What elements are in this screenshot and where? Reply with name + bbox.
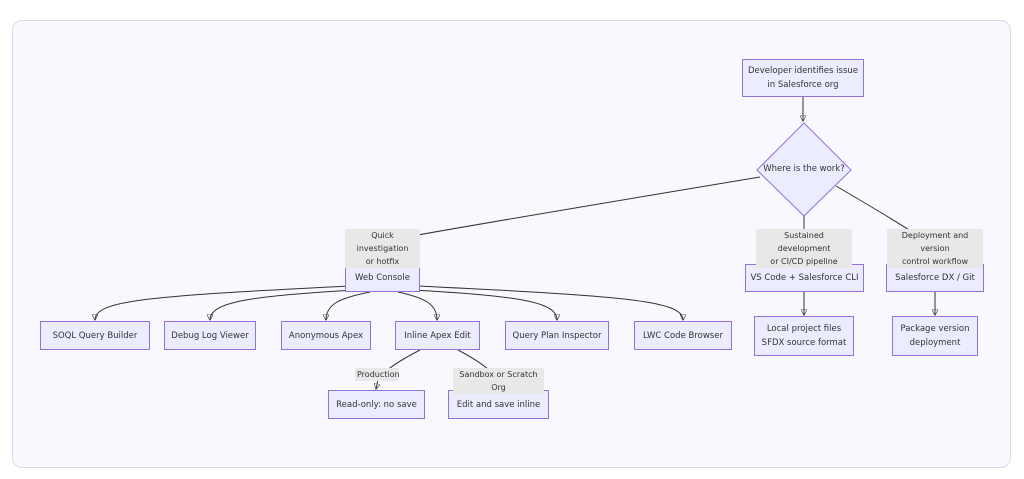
read-only-label: Read-only: no save (336, 399, 417, 410)
lwc-browser-node: LWC Code Browser (634, 321, 732, 350)
edge-label-production-text: Production (357, 370, 400, 379)
soql-label: SOQL Query Builder (52, 330, 138, 341)
edge-webconsole-lwc (417, 285, 683, 320)
edge-label-sustained: Sustained development or CI/CD pipeline (756, 229, 852, 268)
edge-label-production: Production (355, 368, 400, 381)
edge-label-deployment: Deployment and version control workflow (887, 229, 983, 268)
start-node: Developer identifies issue in Salesforce… (742, 59, 864, 97)
edge-label-sandbox: Sandbox or Scratch Org (453, 368, 544, 394)
query-plan-label: Query Plan Inspector (512, 330, 602, 341)
edge-label-sandbox-text: Sandbox or Scratch Org (459, 370, 538, 392)
web-console-node: Web Console (345, 264, 420, 292)
anon-apex-node: Anonymous Apex (281, 321, 371, 350)
edge-webconsole-anon (326, 291, 371, 320)
query-plan-node: Query Plan Inspector (505, 321, 609, 350)
edge-webconsole-inline (397, 291, 437, 320)
edge-label-sustained-text: Sustained development or CI/CD pipeline (770, 231, 838, 266)
edge-label-quick: Quick investigation or hotfix (345, 229, 420, 268)
sfdx-git-label: Salesforce DX / Git (895, 273, 975, 283)
package-deploy-node: Package version deployment (892, 316, 978, 356)
edge-webconsole-queryplan (412, 289, 557, 320)
inline-edit-node: Inline Apex Edit (395, 321, 480, 350)
edge-decision-webconsole (384, 176, 761, 263)
decision-label: Where is the work? (763, 164, 845, 174)
lwc-browser-label: LWC Code Browser (643, 330, 723, 341)
inline-edit-label: Inline Apex Edit (404, 330, 471, 341)
edit-save-node: Edit and save inline (448, 390, 549, 419)
anon-apex-label: Anonymous Apex (288, 330, 364, 341)
read-only-node: Read-only: no save (328, 390, 425, 419)
soql-node: SOQL Query Builder (40, 321, 150, 350)
local-project-label: Local project files SFDX source format (761, 324, 847, 348)
sfdx-git-node: Salesforce DX / Git (886, 264, 984, 292)
edge-webconsole-debug (210, 289, 356, 320)
debug-log-node: Debug Log Viewer (164, 321, 256, 350)
web-console-label: Web Console (355, 273, 410, 283)
edge-label-deployment-text: Deployment and version control workflow (901, 231, 969, 266)
edge-label-quick-text: Quick investigation or hotfix (356, 231, 409, 266)
local-project-node: Local project files SFDX source format (754, 316, 854, 356)
edge-webconsole-soql (95, 285, 351, 320)
vscode-node: VS Code + Salesforce CLI (745, 264, 864, 292)
debug-log-label: Debug Log Viewer (171, 330, 249, 341)
start-node-label: Developer identifies issue in Salesforce… (747, 66, 859, 90)
package-deploy-label: Package version deployment (900, 324, 970, 348)
edit-save-label: Edit and save inline (456, 399, 541, 410)
vscode-label: VS Code + Salesforce CLI (750, 273, 859, 283)
